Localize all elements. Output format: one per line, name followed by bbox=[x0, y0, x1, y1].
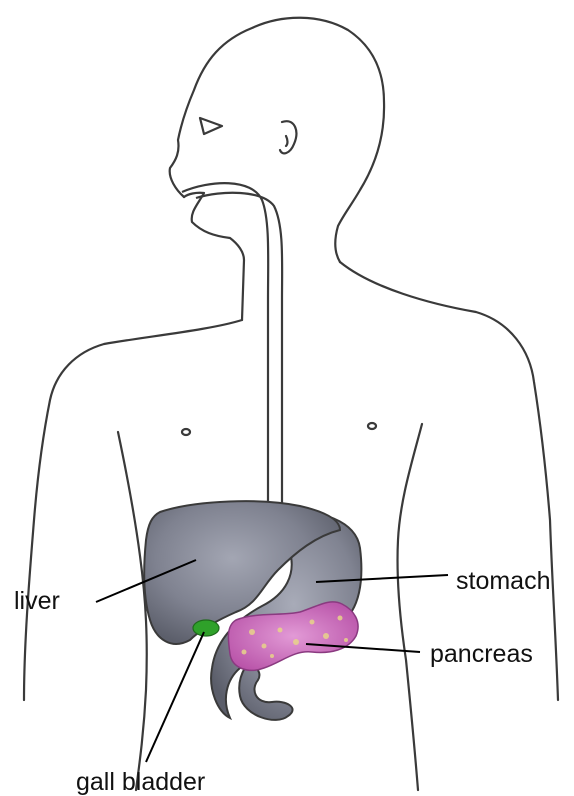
oesophagus-left-wall bbox=[182, 183, 268, 510]
right-nipple bbox=[368, 423, 376, 429]
head-outline bbox=[170, 18, 384, 262]
label-stomach: stomach bbox=[456, 567, 550, 595]
ear-outline bbox=[280, 121, 296, 153]
left-nipple bbox=[182, 429, 190, 435]
label-gall-bladder: gall bladder bbox=[76, 768, 205, 796]
gall-bladder-organ bbox=[193, 620, 219, 636]
oesophagus-right-wall bbox=[196, 193, 282, 510]
oesophagus bbox=[182, 183, 282, 510]
left-torso-outline bbox=[118, 432, 147, 790]
right-arm-outline bbox=[340, 262, 558, 700]
right-torso-outline bbox=[397, 424, 422, 790]
label-pancreas: pancreas bbox=[430, 640, 533, 668]
eye-mark bbox=[200, 118, 222, 134]
label-liver: liver bbox=[14, 587, 60, 615]
body-outline bbox=[24, 18, 558, 790]
gall-bladder-leader-line bbox=[146, 632, 204, 762]
face-profile bbox=[184, 193, 244, 320]
